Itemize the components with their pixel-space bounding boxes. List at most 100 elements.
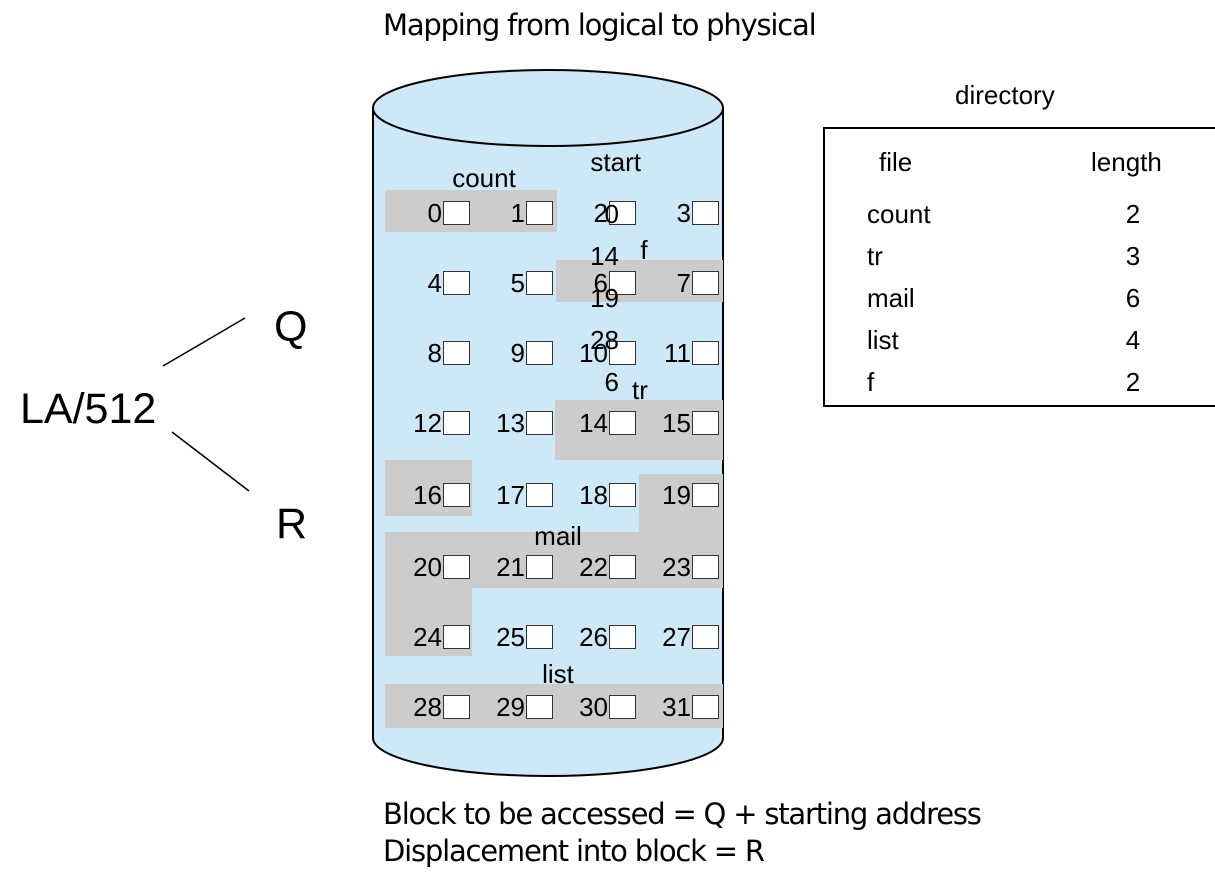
directory-header-file: file	[879, 147, 913, 177]
segment-label-f: f	[640, 235, 648, 265]
disk-block-number: 12	[413, 408, 442, 438]
disk-block-square	[609, 271, 636, 295]
disk-block-number: 22	[579, 552, 608, 582]
disk-block-square	[609, 625, 636, 649]
disk-top	[372, 69, 724, 147]
disk-block-square	[443, 625, 470, 649]
disk-block-square	[692, 341, 719, 365]
disk-block-31: 31	[653, 692, 719, 722]
directory-cell-start: 0	[604, 199, 619, 229]
disk-block-6: 6	[570, 268, 636, 298]
disk-block-14: 14	[570, 408, 636, 438]
disk-block-number: 28	[413, 692, 442, 722]
directory-cell-length: 2	[1125, 367, 1141, 397]
directory-cell-start: 14	[590, 241, 619, 271]
disk-block-16: 16	[404, 480, 470, 510]
segment-label-list: list	[542, 659, 574, 689]
disk-block-square	[443, 271, 470, 295]
disk-block-12: 12	[404, 408, 470, 438]
directory-title: directory	[955, 80, 1055, 110]
disk-block-square	[526, 411, 553, 435]
disk-block-number: 29	[496, 692, 525, 722]
disk-block-square	[443, 695, 470, 719]
disk-block-number: 0	[427, 198, 442, 228]
directory-cell-start: 6	[604, 367, 619, 397]
disk-block-number: 27	[662, 622, 691, 652]
remainder-label: R	[276, 500, 308, 548]
disk-block-square	[526, 341, 553, 365]
disk-block-square	[609, 341, 636, 365]
disk-block-2: 2	[570, 198, 636, 228]
directory-header-start: start	[590, 147, 641, 177]
disk-block-square	[609, 695, 636, 719]
division-connector-lines	[162, 317, 250, 492]
disk-block-number: 17	[496, 480, 525, 510]
disk-block-square	[692, 625, 719, 649]
disk-block-square	[526, 625, 553, 649]
disk-block-15: 15	[653, 408, 719, 438]
segment-label-tr: tr	[632, 375, 648, 405]
disk-block-square	[443, 483, 470, 507]
directory-cell-file: f	[867, 367, 875, 397]
disk-block-number: 8	[427, 338, 442, 368]
disk-block-square	[526, 555, 553, 579]
disk-block-30: 30	[570, 692, 636, 722]
remainder-connector-line	[171, 431, 250, 492]
diagram-title: Mapping from logical to physical	[383, 8, 817, 42]
disk-block-number: 3	[676, 198, 691, 228]
disk-block-square	[609, 411, 636, 435]
disk-block-square	[526, 695, 553, 719]
disk-block-square	[609, 201, 636, 225]
directory-cell-length: 4	[1125, 325, 1141, 355]
logical-address-expression: LA/512	[20, 385, 157, 433]
disk-block-23: 23	[653, 552, 719, 582]
disk-block-number: 6	[593, 268, 608, 298]
disk-block-8: 8	[404, 338, 470, 368]
directory-cell-length: 2	[1125, 199, 1141, 229]
disk-block-9: 9	[487, 338, 553, 368]
disk-block-number: 19	[662, 480, 691, 510]
disk-block-13: 13	[487, 408, 553, 438]
disk-block-square	[692, 695, 719, 719]
disk-block-20: 20	[404, 552, 470, 582]
disk-block-number: 18	[579, 480, 608, 510]
quotient-connector-line	[162, 317, 246, 367]
disk-block-number: 30	[579, 692, 608, 722]
disk-block-square	[609, 483, 636, 507]
disk-block-28: 28	[404, 692, 470, 722]
disk-block-square	[692, 411, 719, 435]
disk-block-7: 7	[653, 268, 719, 298]
directory-cell-file: count	[867, 199, 931, 229]
disk-block-5: 5	[487, 268, 553, 298]
disk-block-1: 1	[487, 198, 553, 228]
disk-block-number: 31	[662, 692, 691, 722]
directory-cell-file: mail	[867, 283, 915, 313]
disk-block-0: 0	[404, 198, 470, 228]
disk-block-number: 2	[593, 198, 608, 228]
disk-block-25: 25	[487, 622, 553, 652]
disk-block-18: 18	[570, 480, 636, 510]
caption-displacement: Displacement into block = R	[383, 834, 765, 868]
disk-block-number: 26	[579, 622, 608, 652]
disk-block-number: 5	[510, 268, 525, 298]
disk-block-square	[443, 555, 470, 579]
disk-block-square	[526, 271, 553, 295]
disk-block-number: 16	[413, 480, 442, 510]
disk-block-10: 10	[570, 338, 636, 368]
segment-label-count: count	[452, 163, 516, 193]
disk-block-square	[692, 271, 719, 295]
disk-block-19: 19	[653, 480, 719, 510]
disk-block-24: 24	[404, 622, 470, 652]
disk-block-square	[443, 411, 470, 435]
disk-block-17: 17	[487, 480, 553, 510]
disk-block-number: 11	[664, 338, 691, 368]
disk-block-number: 13	[496, 408, 525, 438]
directory-cell-file: list	[867, 325, 899, 355]
directory-header-length: length	[1091, 147, 1162, 177]
directory-cell-file: tr	[867, 241, 883, 271]
directory-cell-start: 19	[590, 283, 619, 313]
disk-block-27: 27	[653, 622, 719, 652]
disk-block-square	[526, 483, 553, 507]
